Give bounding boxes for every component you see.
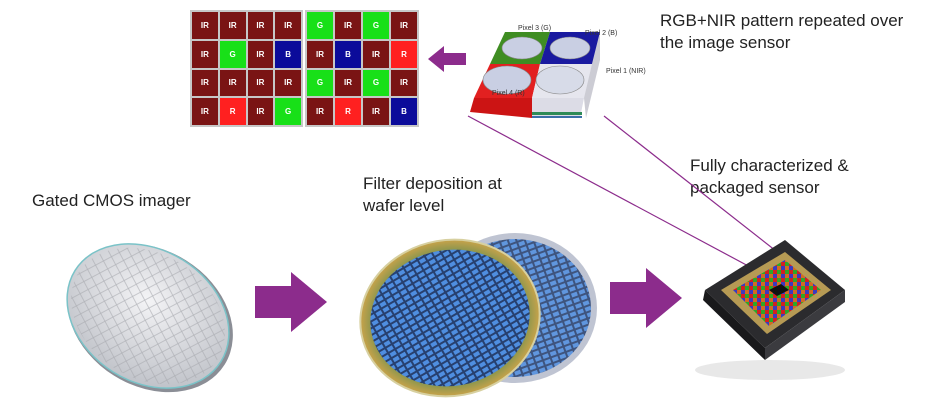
pixel-cell: IR: [192, 69, 218, 97]
packaged-sensor-image: [695, 240, 845, 380]
pixel-cell: IR: [391, 12, 417, 39]
pixel-cell: IR: [307, 98, 333, 125]
pixel-cell: G: [307, 69, 333, 97]
pixel-cell: IR: [307, 40, 333, 68]
filter-deposition-label: Filter deposition at wafer level: [363, 174, 502, 215]
pixel-cell: R: [219, 98, 246, 125]
pixel-3-label: Pixel 3 (G): [518, 25, 552, 32]
pixel-cell: IR: [247, 69, 274, 97]
right-arrow-icon-2: [610, 268, 682, 328]
pixel-block-3d: [470, 32, 600, 118]
filter-wafers-image: [359, 233, 597, 398]
pixel-cell: G: [363, 12, 389, 39]
pixel-2-label: Pixel 2 (B): [585, 30, 618, 37]
gated-cmos-label: Gated CMOS imager: [32, 191, 191, 210]
packaged-sensor-label: Fully characterized & packaged sensor: [690, 156, 849, 197]
pixel-cell: G: [275, 98, 301, 125]
pixel-cell: IR: [192, 12, 218, 39]
pixel-cell: IR: [192, 40, 218, 68]
left-arrow-icon: [428, 46, 466, 72]
pixel-4-label: Pixel 4 (R): [492, 90, 525, 97]
pixel-cell: IR: [247, 98, 274, 125]
pixel-cell: B: [275, 40, 301, 68]
pixel-cell: G: [219, 40, 246, 68]
pixel-cell: IR: [219, 12, 246, 39]
pixel-cell: IR: [247, 12, 274, 39]
pixel-cell: IR: [391, 69, 417, 97]
pixel-cell: G: [307, 12, 333, 39]
pixel-cell: IR: [275, 12, 301, 39]
pixel-cell: R: [335, 98, 361, 125]
pixel-cell: IR: [363, 40, 389, 68]
pixel-cell: IR: [192, 98, 218, 125]
pixel-cell: G: [363, 69, 389, 97]
pixel-cell: IR: [219, 69, 246, 97]
pixel-1-label: Pixel 1 (NIR): [606, 68, 646, 75]
pixel-cell: B: [335, 40, 361, 68]
pixel-cell: IR: [247, 40, 274, 68]
cmos-wafer-image: [66, 243, 233, 393]
pixel-cell: R: [391, 40, 417, 68]
right-arrow-icon: [255, 272, 327, 332]
pixel-cell: IR: [275, 69, 301, 97]
pixel-cell: IR: [363, 98, 389, 125]
rgb-nir-label: RGB+NIR pattern repeated over the image …: [660, 11, 904, 52]
pixel-cell: IR: [335, 12, 361, 39]
pixel-cell: B: [391, 98, 417, 125]
pixel-cell: IR: [335, 69, 361, 97]
